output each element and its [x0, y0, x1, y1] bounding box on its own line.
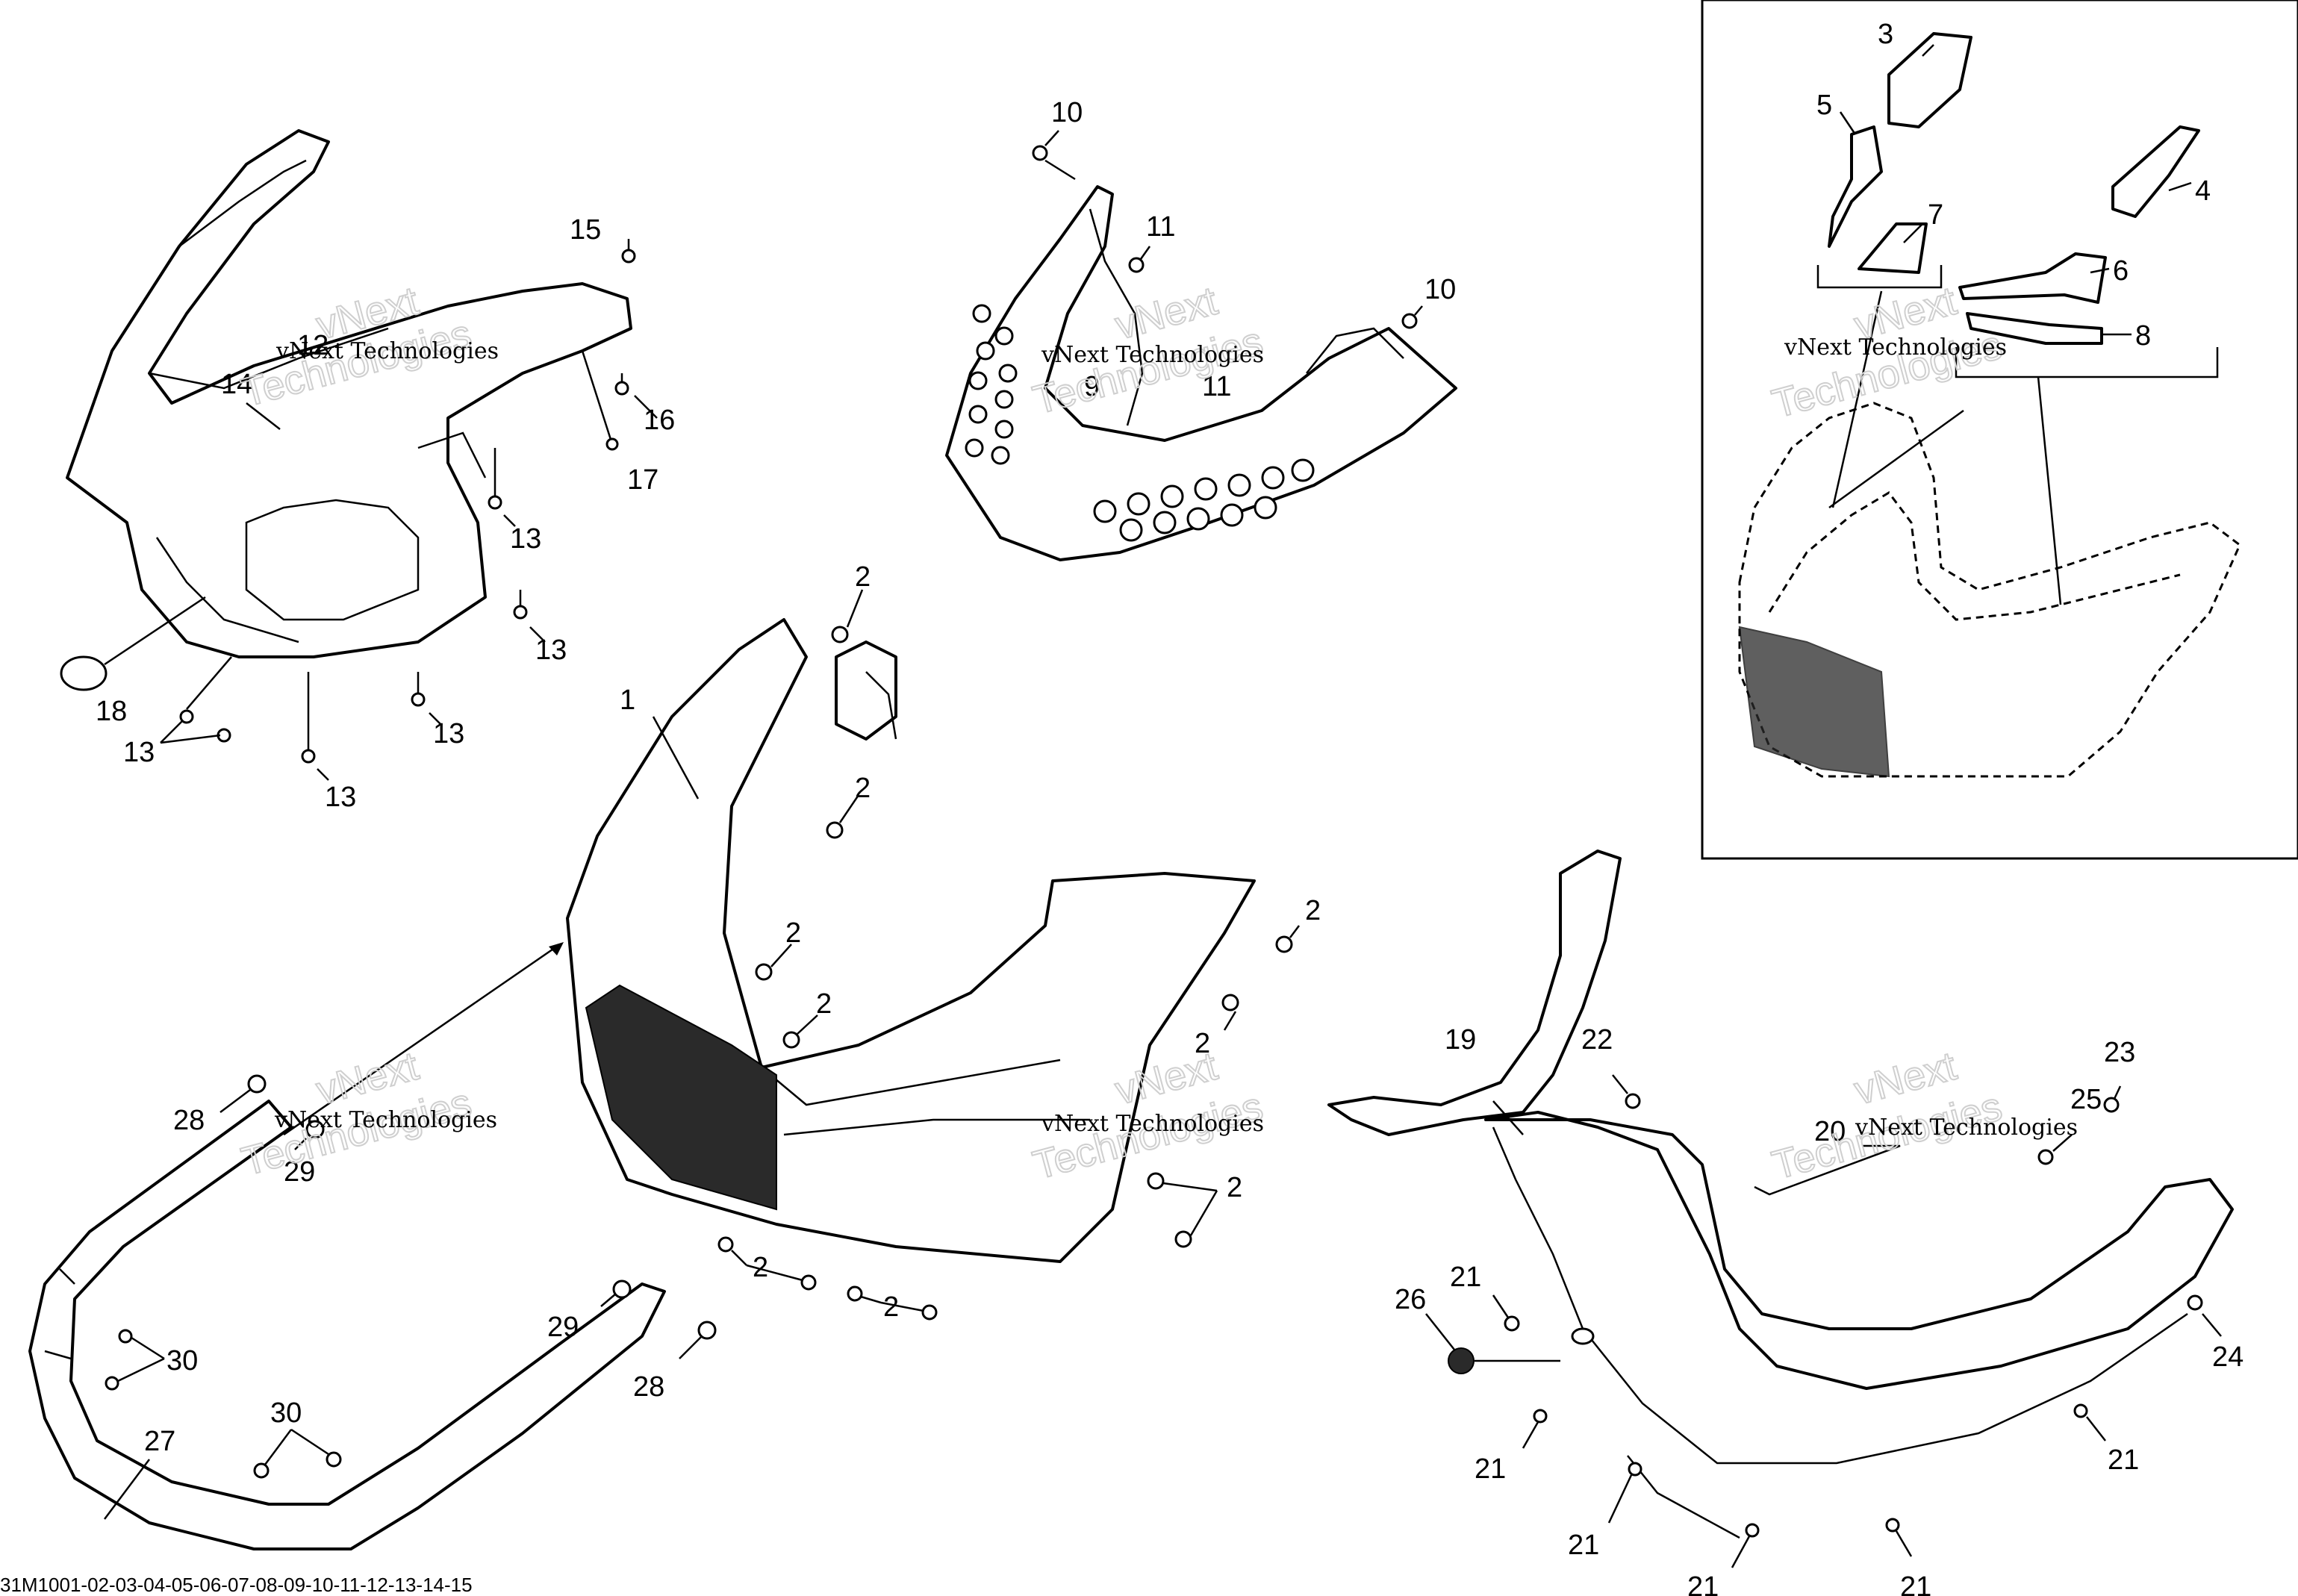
callout-28-b: 28: [633, 1371, 664, 1403]
callout-13-d: 13: [325, 782, 356, 813]
callout-5: 5: [1816, 90, 1832, 121]
lower-panel-assembly: 26 19 22 23 25 20 24 21 21 21 21 21: [1327, 850, 2243, 1596]
callout-29-b: 29: [547, 1312, 579, 1343]
callout-19: 19: [1445, 1024, 1476, 1056]
callout-13-b: 13: [535, 635, 567, 666]
callout-13-e: 13: [123, 737, 155, 768]
watermark-text: vNext Technologies: [1855, 1115, 2078, 1141]
decal-3: [1887, 32, 1972, 128]
watermarks: vNext Technologies vNext Technologies vN…: [237, 278, 2078, 1189]
callout-13-a: 13: [510, 523, 541, 555]
callout-27: 27: [144, 1426, 175, 1457]
grille-assembly: 10 10 11 11 9: [945, 97, 1457, 561]
inner-panel-assembly: 18 15 16 17 14 12 13 13 13 13 13: [60, 129, 675, 813]
callout-22: 22: [1581, 1024, 1613, 1056]
decal-4: [2111, 125, 2200, 218]
hood-1: [566, 618, 1256, 1263]
callout-2-b: 2: [855, 773, 871, 804]
inset-arrow-left: [1831, 290, 1883, 508]
inset-bracket-right: [1955, 347, 2219, 378]
callout-30-b: 30: [270, 1397, 302, 1429]
callout-21-a: 21: [1450, 1262, 1481, 1293]
callout-2-d: 2: [816, 988, 832, 1020]
callout-3: 3: [1878, 19, 1893, 50]
callout-17: 17: [627, 464, 658, 496]
plug-18: [60, 655, 108, 691]
callout-2-h: 2: [753, 1252, 768, 1283]
inset-arrow-left-b: [1828, 409, 1964, 509]
decal-8: [1966, 312, 2103, 345]
callout-14: 14: [221, 369, 252, 400]
decal-5: [1828, 125, 1883, 248]
callout-7: 7: [1928, 199, 1943, 231]
bumper-assembly: 28 29 29 28 30 30 27: [28, 1074, 717, 1550]
callout-21-b: 21: [1475, 1453, 1506, 1485]
decal-6: [1958, 252, 2107, 304]
callout-2-f: 2: [1195, 1028, 1210, 1059]
watermark-text: vNext Technologies: [1041, 342, 1264, 368]
callout-2-i: 2: [883, 1291, 899, 1323]
callout-12: 12: [297, 330, 328, 361]
figure-id: 31M1001-02-03-04-05-06-07-08-09-10-11-12…: [0, 1574, 473, 1596]
decal-7: [1858, 222, 1928, 274]
callout-11-a: 11: [1146, 211, 1175, 243]
callout-30-a: 30: [166, 1345, 198, 1377]
callout-2-a: 2: [855, 561, 871, 593]
callout-13-c: 13: [433, 718, 464, 749]
callout-21-e: 21: [1900, 1571, 1931, 1596]
callout-2-g: 2: [1227, 1172, 1242, 1203]
grille-holes: [965, 304, 1315, 542]
callout-18: 18: [96, 696, 127, 727]
inset-frame: [1701, 0, 2298, 860]
callout-9: 9: [1084, 371, 1100, 402]
callout-4: 4: [2195, 175, 2211, 207]
watermark-text: vNext Technologies: [1784, 334, 2007, 361]
callout-26: 26: [1395, 1284, 1426, 1315]
callout-8: 8: [2135, 320, 2151, 352]
callout-21-d: 21: [1687, 1571, 1719, 1596]
callout-23: 23: [2104, 1037, 2135, 1068]
inset-bracket-left: [1816, 265, 1943, 289]
callout-28-a: 28: [173, 1105, 205, 1136]
callout-15: 15: [570, 214, 601, 246]
callout-10-a: 10: [1051, 97, 1083, 128]
callout-2-c: 2: [785, 917, 801, 949]
watermark-text: vNext Technologies: [1041, 1111, 1264, 1137]
headlight-housing: [835, 640, 897, 741]
inset-arrow-right: [2037, 376, 2062, 605]
callout-6: 6: [2113, 255, 2129, 287]
frame-19: [1327, 850, 1622, 1136]
hood-assembly: 1 2 2 2 2 2 2 2 2 2: [283, 561, 1321, 1323]
callout-16: 16: [644, 405, 675, 436]
callout-11-b: 11: [1202, 371, 1231, 402]
watermark-text: vNext Technologies: [275, 338, 499, 364]
callout-24: 24: [2212, 1341, 2243, 1373]
callout-20: 20: [1814, 1116, 1846, 1147]
lower-panel-20: [1484, 1111, 2234, 1390]
callout-2-e: 2: [1305, 895, 1321, 926]
callout-10-b: 10: [1424, 274, 1456, 305]
watermark-text: vNext Technologies: [274, 1107, 497, 1133]
bumper-arrow: [283, 943, 561, 1136]
inner-panel-edge: [245, 499, 420, 621]
callout-29-a: 29: [284, 1156, 315, 1188]
callout-25: 25: [2070, 1084, 2102, 1115]
inset-detail: 3 5 4 7 6 8: [1701, 0, 2298, 860]
bumper-27: [28, 1100, 666, 1550]
inner-panel: [66, 129, 632, 658]
inset-hood-inner: [1768, 491, 2181, 621]
grille-mesh: [945, 185, 1457, 561]
callout-21-c: 21: [1568, 1530, 1599, 1561]
inset-grille: [1738, 626, 1890, 778]
callout-21-f: 21: [2108, 1444, 2139, 1476]
hood-grille: [585, 984, 777, 1211]
callout-1: 1: [620, 685, 635, 716]
